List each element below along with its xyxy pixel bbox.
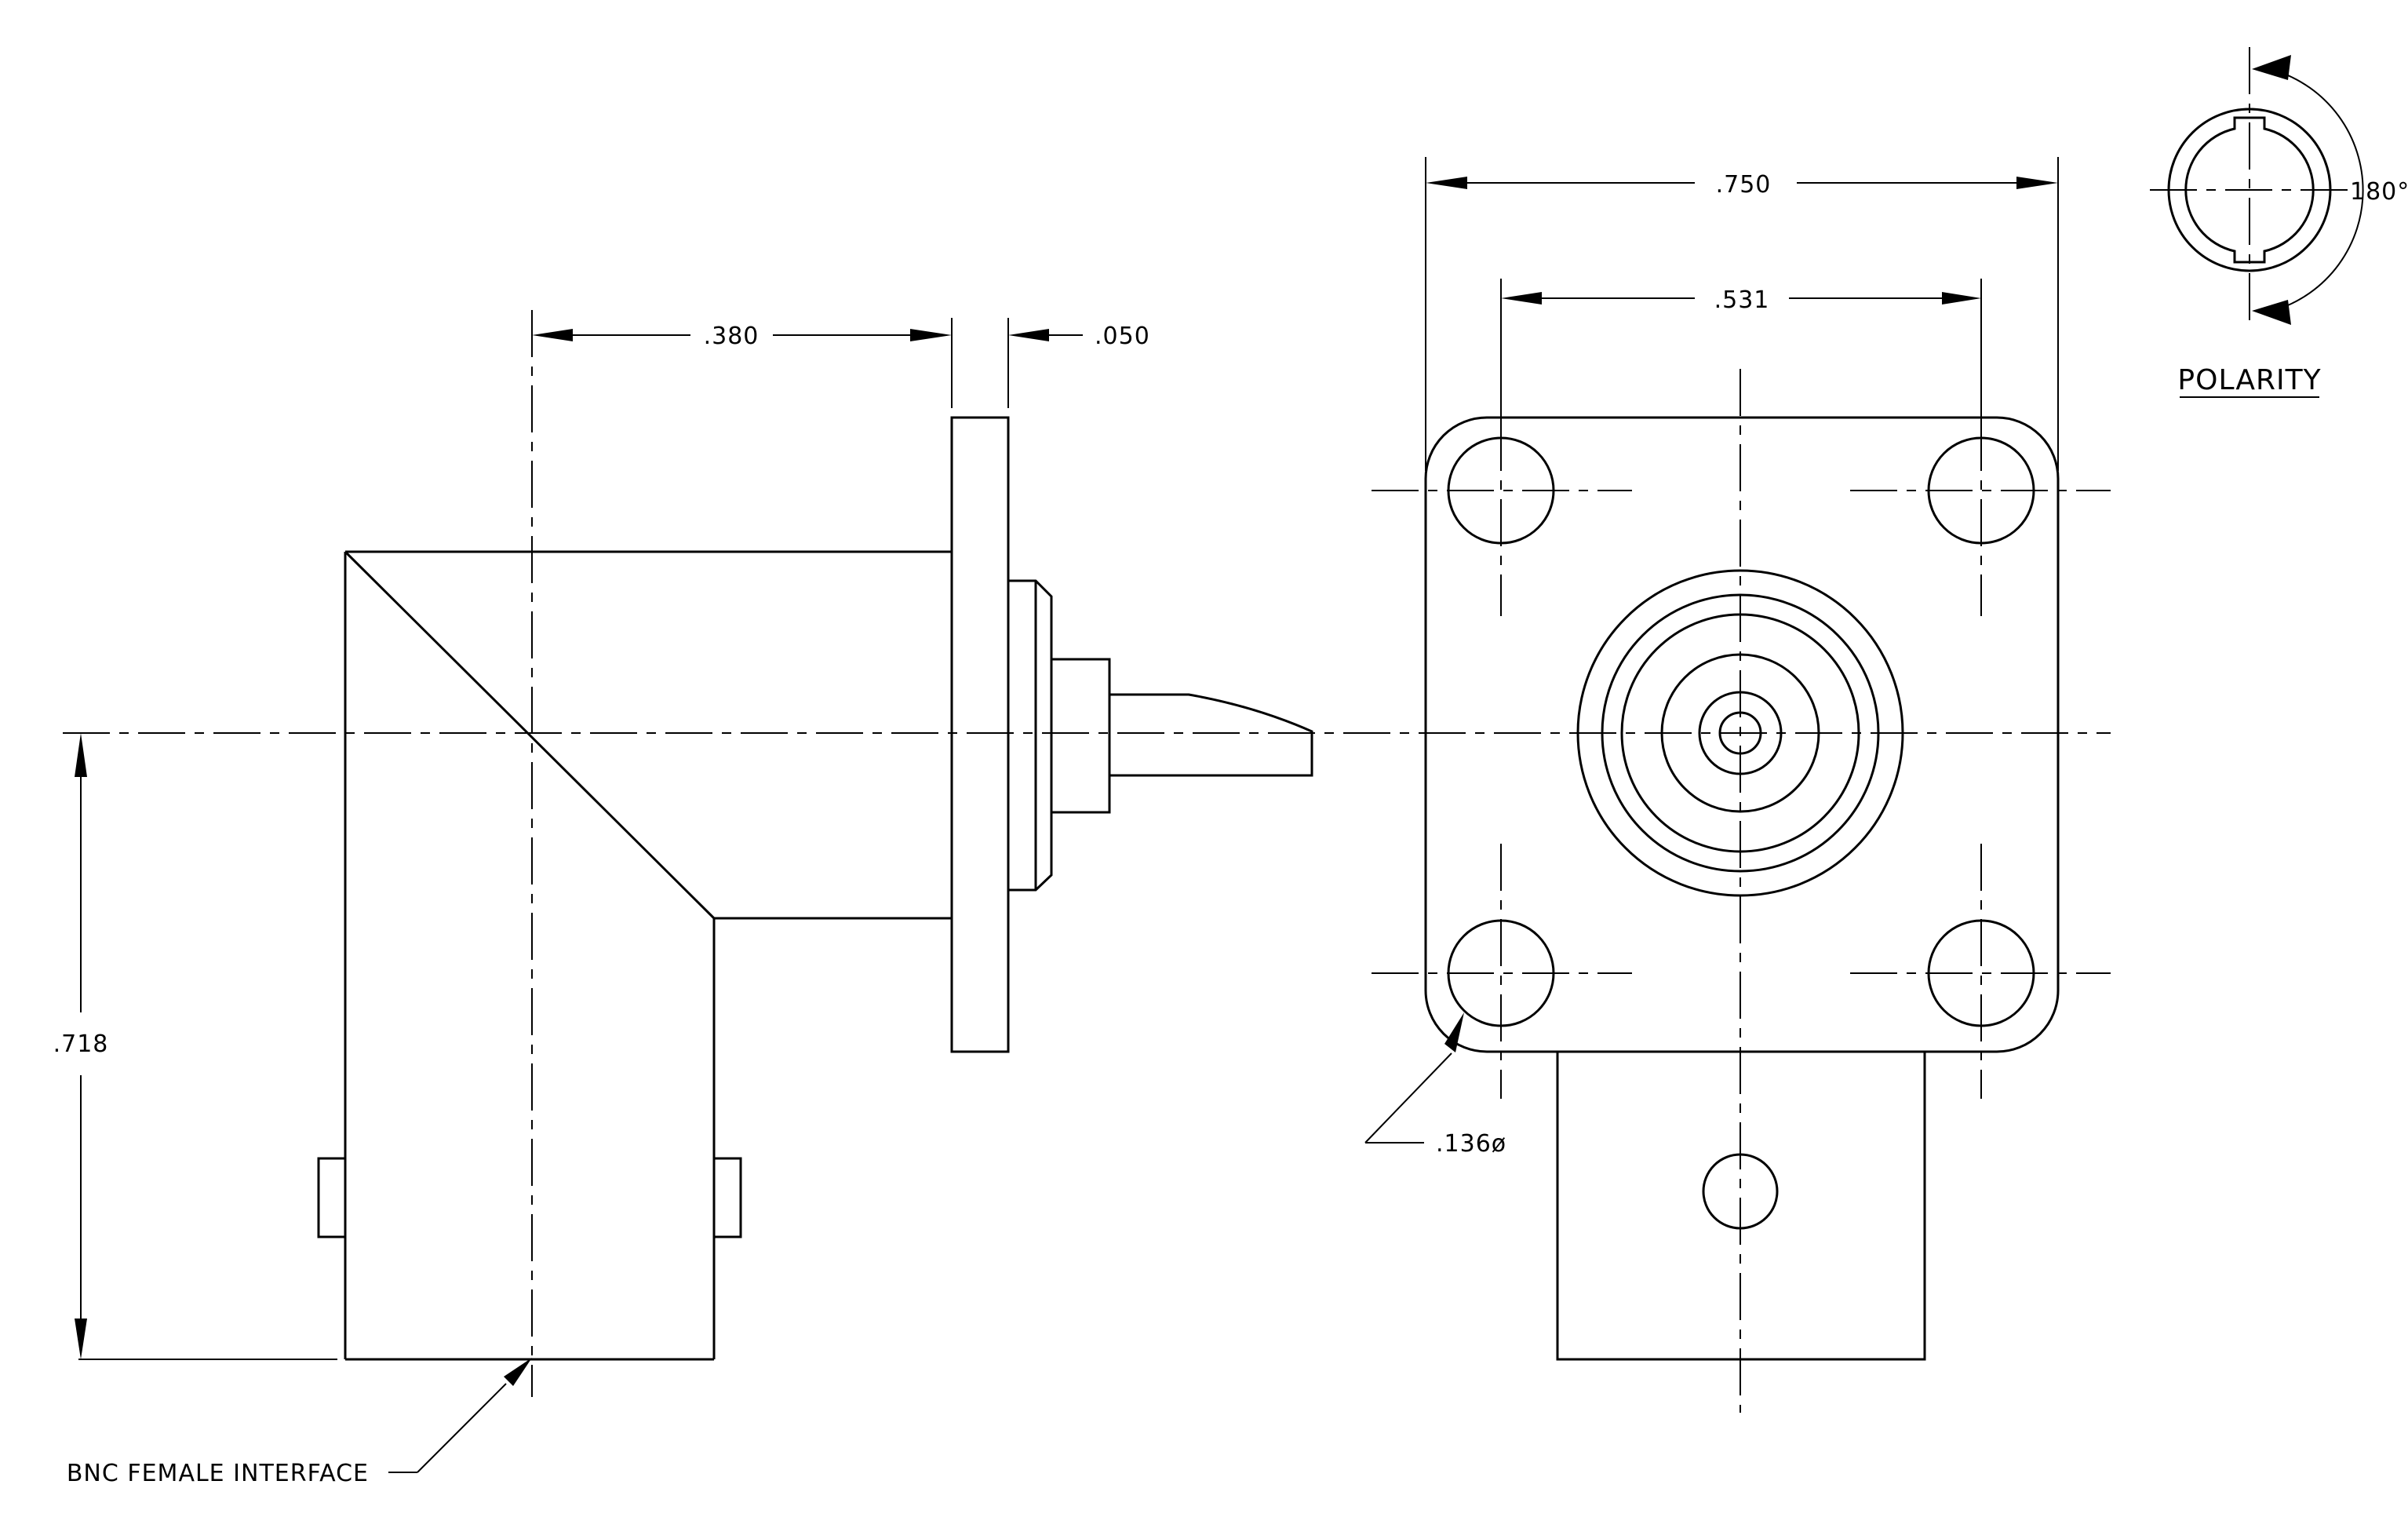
hole-centerlines xyxy=(1372,424,2111,1099)
dim-050: .050 xyxy=(1007,318,1150,408)
dim-750: .750 xyxy=(1425,157,2059,471)
dim-050-label: .050 xyxy=(1095,323,1150,350)
front-flange-outline xyxy=(1424,416,2060,1053)
dim-531-label: .531 xyxy=(1714,286,1770,314)
bnc-interface-label: BNC FEMALE INTERFACE xyxy=(67,1460,369,1487)
dim-718: .718 xyxy=(53,733,337,1360)
dim-750-label: .750 xyxy=(1716,171,1772,199)
flange xyxy=(950,416,1010,1053)
dim-380: .380 xyxy=(531,318,953,408)
polarity-title: POLARITY xyxy=(2177,364,2321,396)
dim-136-label: .136ø xyxy=(1436,1130,1506,1158)
dim-718-label: .718 xyxy=(53,1030,109,1058)
polarity-detail: 180° POLARITY xyxy=(2150,47,2408,398)
polarity-angle: 180° xyxy=(2350,178,2408,206)
dim-136-callout: .136ø xyxy=(1364,1012,1506,1158)
side-view: .380 .050 .718 BNC FEMALE INTERFACE xyxy=(53,310,2111,1487)
front-view: .750 .531 .136ø xyxy=(1364,157,2111,1413)
rear-contact xyxy=(1008,579,1313,892)
dim-531: .531 xyxy=(1500,279,1982,428)
bnc-callout: BNC FEMALE INTERFACE xyxy=(67,1358,532,1487)
connector-body xyxy=(317,550,952,1361)
dim-380-label: .380 xyxy=(704,323,760,350)
